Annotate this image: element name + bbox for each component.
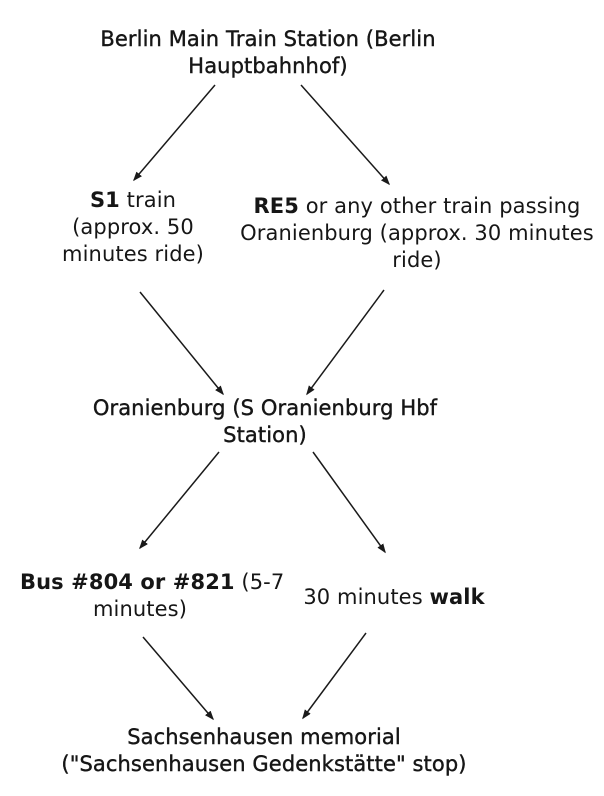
node-sachsenhausen-memorial: Sachsenhausen memorial ("Sachsenhausen G… — [34, 724, 494, 778]
node-bus-line-1: Bus #804 or #821 (5-7 — [20, 569, 284, 596]
arrow-berlin-to-s1 — [133, 84, 216, 182]
node-re5-line-1: RE5 or any other train passing — [227, 193, 604, 220]
node-bus-line-2: minutes) — [93, 597, 187, 621]
bus-label: Bus #804 or #821 — [20, 570, 235, 594]
node-oranienburg-station: Oranienburg (S Oranienburg Hbf Station) — [45, 395, 485, 449]
arrow-re5-to-oranienburg — [306, 289, 385, 396]
node-oranienburg-line-2: Station) — [223, 423, 307, 447]
node-s1-line-1: S1 train — [23, 187, 243, 214]
walk-label-pre: 30 minutes — [303, 585, 430, 609]
s1-label-rest: train — [119, 188, 177, 212]
node-s1-line-2: (approx. 50 — [72, 215, 194, 239]
node-memorial-line-1: Sachsenhausen memorial — [127, 725, 401, 749]
arrow-oranienburg-to-bus — [139, 451, 220, 550]
node-berlin-line-1: Berlin Main Train Station (Berlin — [100, 27, 436, 51]
node-memorial-line-2: ("Sachsenhausen Gedenkstätte" stop) — [61, 752, 467, 776]
node-re5-line-3: ride) — [392, 248, 442, 272]
re5-label-rest: or any other train passing — [298, 194, 581, 218]
node-s1-train: S1 train (approx. 50 minutes ride) — [23, 187, 243, 268]
node-re5-train: RE5 or any other train passing Oranienbu… — [227, 193, 604, 274]
arrow-walk-to-memorial — [302, 632, 367, 720]
walk-label: walk — [429, 585, 485, 609]
arrow-oranienburg-to-walk — [312, 451, 386, 554]
node-bus-804-821: Bus #804 or #821 (5-7 minutes) — [20, 569, 284, 623]
node-30-minutes-walk: 30 minutes walk — [274, 584, 514, 611]
re5-label: RE5 — [253, 194, 299, 218]
s1-label: S1 — [89, 188, 120, 212]
arrow-s1-to-oranienburg — [139, 291, 224, 396]
node-s1-line-3: minutes ride) — [62, 242, 204, 266]
node-walk-line-1: 30 minutes walk — [274, 584, 514, 611]
arrow-bus-to-memorial — [142, 636, 214, 721]
arrow-berlin-to-re5 — [300, 84, 390, 186]
node-re5-line-2: Oranienburg (approx. 30 minutes — [240, 221, 594, 245]
node-berlin-main-station: Berlin Main Train Station (Berlin Hauptb… — [48, 26, 488, 80]
node-berlin-line-2: Hauptbahnhof) — [188, 54, 348, 78]
node-oranienburg-line-1: Oranienburg (S Oranienburg Hbf — [92, 396, 438, 420]
bus-label-rest: (5-7 — [234, 570, 285, 594]
